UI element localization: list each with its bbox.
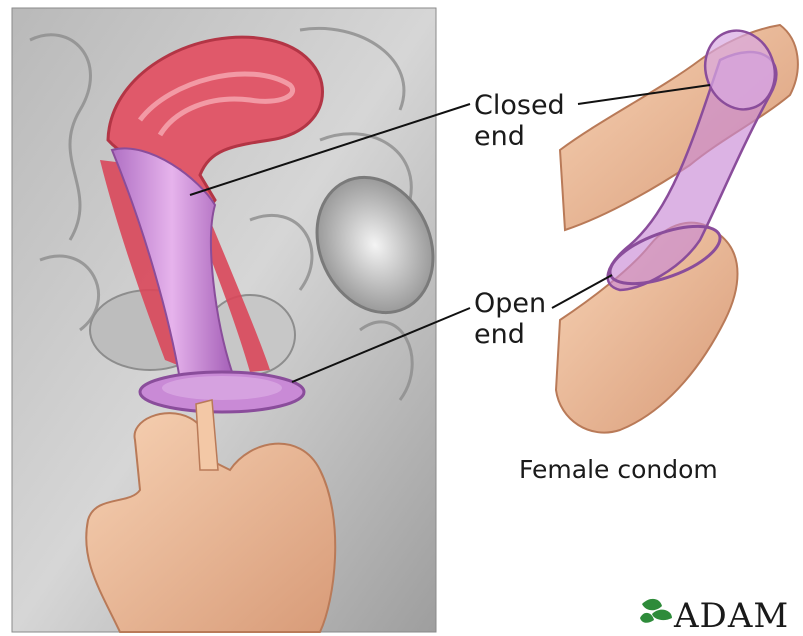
open-end-label-line1: Open [474, 288, 546, 319]
open-end-label: Open end [474, 288, 546, 350]
figure-caption: Female condom [519, 454, 718, 485]
open-end-label-line2: end [474, 319, 525, 350]
adam-logo-text: ADAM [674, 598, 789, 634]
adam-logo: ADAM [628, 598, 789, 633]
closed-end-label: Closed end [474, 90, 565, 152]
closed-end-label-line2: end [474, 121, 525, 152]
holding-hands [556, 21, 798, 433]
closed-end-label-line1: Closed [474, 90, 565, 121]
